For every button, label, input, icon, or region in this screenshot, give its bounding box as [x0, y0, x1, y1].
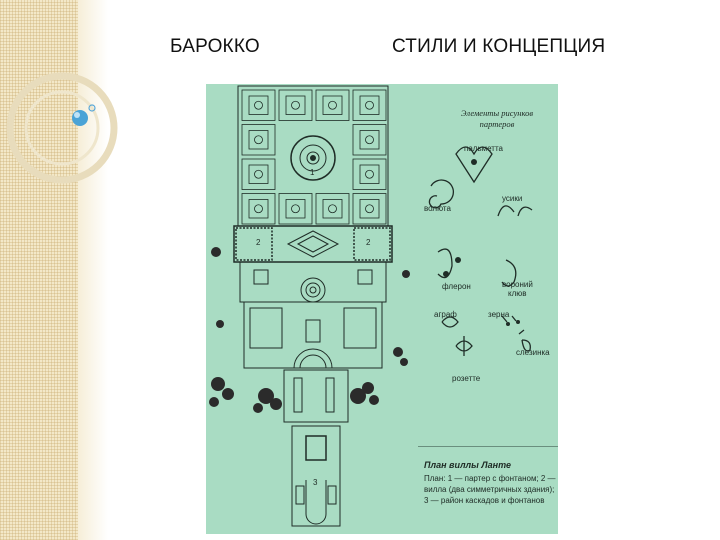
label-rozette: розетте — [452, 374, 481, 383]
small-bubble-icon — [88, 104, 96, 112]
label-usiki: усики — [502, 194, 523, 203]
label-slezinka: слезинка — [516, 348, 550, 357]
slide-title-left: БАРОККО — [170, 36, 260, 57]
decorative-side-pattern — [0, 0, 78, 540]
plan-number-2-right: 2 — [366, 238, 371, 247]
label-agraf: аграф — [434, 310, 457, 319]
legend-title-line1: Элементы рисунков — [460, 108, 534, 118]
plan-number-1: 1 — [310, 168, 315, 177]
caption-title: План виллы Ланте — [424, 460, 511, 470]
label-fleron: флерон — [442, 282, 471, 291]
villa-plan-figure: Элементы рисунков партеров пальметта вол… — [206, 84, 558, 534]
ornament-legend-title: Элементы рисунков партеров — [442, 108, 552, 130]
label-voroniy-klyuv-2: клюв — [508, 289, 527, 298]
bubble-icon — [72, 110, 88, 126]
plan-number-2-left: 2 — [256, 238, 261, 247]
villa-plan-drawing — [209, 85, 533, 527]
label-palmetta: пальметта — [464, 144, 503, 153]
caption-body: План: 1 — партер с фонтаном; 2 — вилла (… — [424, 474, 556, 505]
plan-caption: План виллы Ланте План: 1 — партер с фонт… — [424, 460, 556, 506]
caption-divider — [418, 446, 558, 447]
plan-number-3: 3 — [313, 478, 318, 487]
decorative-circles — [6, 72, 118, 184]
slide-title-right: СТИЛИ И КОНЦЕПЦИЯ — [392, 36, 606, 57]
label-voluta: волюта — [424, 204, 451, 213]
label-zerna: зерна — [488, 310, 510, 319]
legend-title-line2: партеров — [479, 119, 515, 129]
label-voroniy-klyuv-1: вороний — [502, 280, 533, 289]
